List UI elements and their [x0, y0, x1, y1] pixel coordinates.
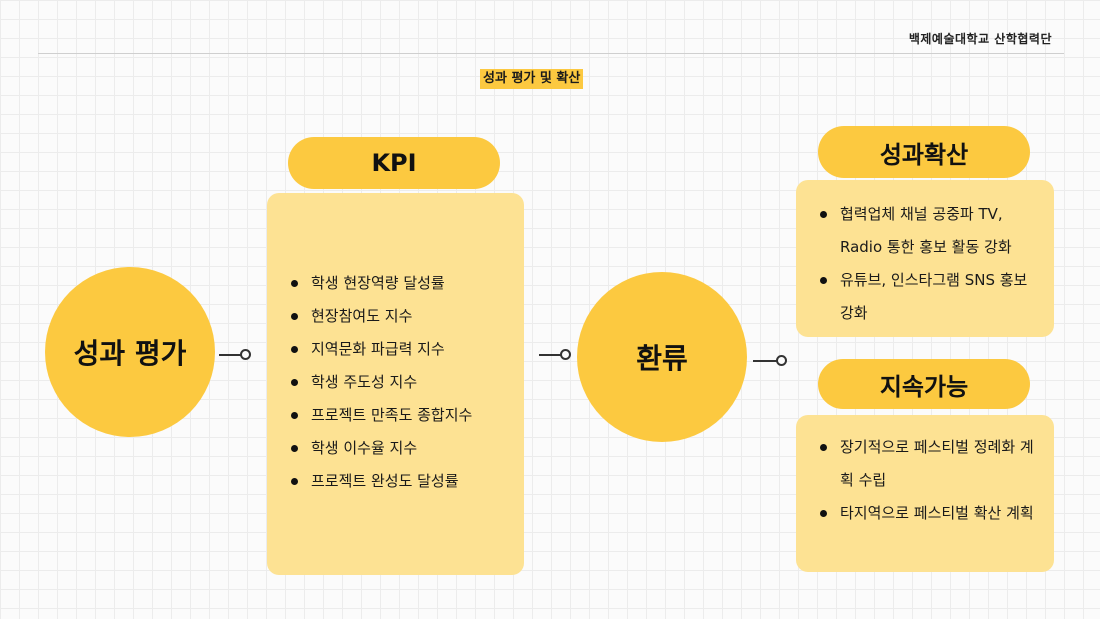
kpi-header: KPI: [288, 137, 500, 189]
kpi-title: KPI: [371, 149, 417, 177]
connector-evaluation-kpi: [219, 349, 251, 361]
header-divider: [38, 53, 1064, 54]
kpi-item: 현장참여도 지수: [289, 306, 524, 326]
feedback-circle: 환류: [577, 272, 747, 442]
feedback-label: 환류: [636, 342, 688, 375]
slide-title: 성과 평가 및 확산: [480, 69, 584, 89]
evaluation-circle: 성과 평가: [45, 267, 215, 437]
connector-dot: [776, 355, 787, 366]
connector-feedback-outcomes: [753, 355, 787, 367]
kpi-box: 학생 현장역량 달성률 현장참여도 지수 지역문화 파급력 지수 학생 주도성 …: [267, 193, 524, 575]
connector-dot: [560, 349, 571, 360]
sustain-item: 장기적으로 페스티벌 정례화 계획 수립: [818, 431, 1038, 497]
kpi-item: 지역문화 파급력 지수: [289, 339, 524, 359]
kpi-item: 프로젝트 완성도 달성률: [289, 471, 524, 491]
sustain-item: 타지역으로 페스티벌 확산 계획: [818, 497, 1038, 530]
spread-item: 유튜브, 인스타그램 SNS 홍보 강화: [818, 264, 1038, 330]
kpi-list: 학생 현장역량 달성률 현장참여도 지수 지역문화 파급력 지수 학생 주도성 …: [289, 273, 524, 491]
sustain-list: 장기적으로 페스티벌 정례화 계획 수립 타지역으로 페스티벌 확산 계획: [818, 431, 1038, 530]
connector-kpi-feedback: [539, 349, 571, 361]
kpi-item: 프로젝트 만족도 종합지수: [289, 405, 524, 425]
spread-box: 협력업체 채널 공중파 TV, Radio 통한 홍보 활동 강화 유튜브, 인…: [796, 180, 1054, 337]
kpi-item: 학생 현장역량 달성률: [289, 273, 524, 293]
spread-title: 성과확산: [879, 140, 969, 169]
spread-list: 협력업체 채널 공중파 TV, Radio 통한 홍보 활동 강화 유튜브, 인…: [818, 198, 1038, 330]
connector-line: [753, 360, 777, 362]
sustain-box: 장기적으로 페스티벌 정례화 계획 수립 타지역으로 페스티벌 확산 계획: [796, 415, 1054, 572]
connector-line: [539, 354, 561, 356]
evaluation-label: 성과 평가: [73, 337, 187, 370]
sustain-title: 지속가능: [879, 372, 969, 401]
connector-line: [219, 354, 241, 356]
connector-dot: [240, 349, 251, 360]
organization-name: 백제예술대학교 산학협력단: [908, 32, 1052, 46]
sustain-header: 지속가능: [818, 359, 1030, 409]
spread-item: 협력업체 채널 공중파 TV, Radio 통한 홍보 활동 강화: [818, 198, 1038, 264]
kpi-item: 학생 이수율 지수: [289, 438, 524, 458]
kpi-item: 학생 주도성 지수: [289, 372, 524, 392]
spread-header: 성과확산: [818, 126, 1030, 178]
